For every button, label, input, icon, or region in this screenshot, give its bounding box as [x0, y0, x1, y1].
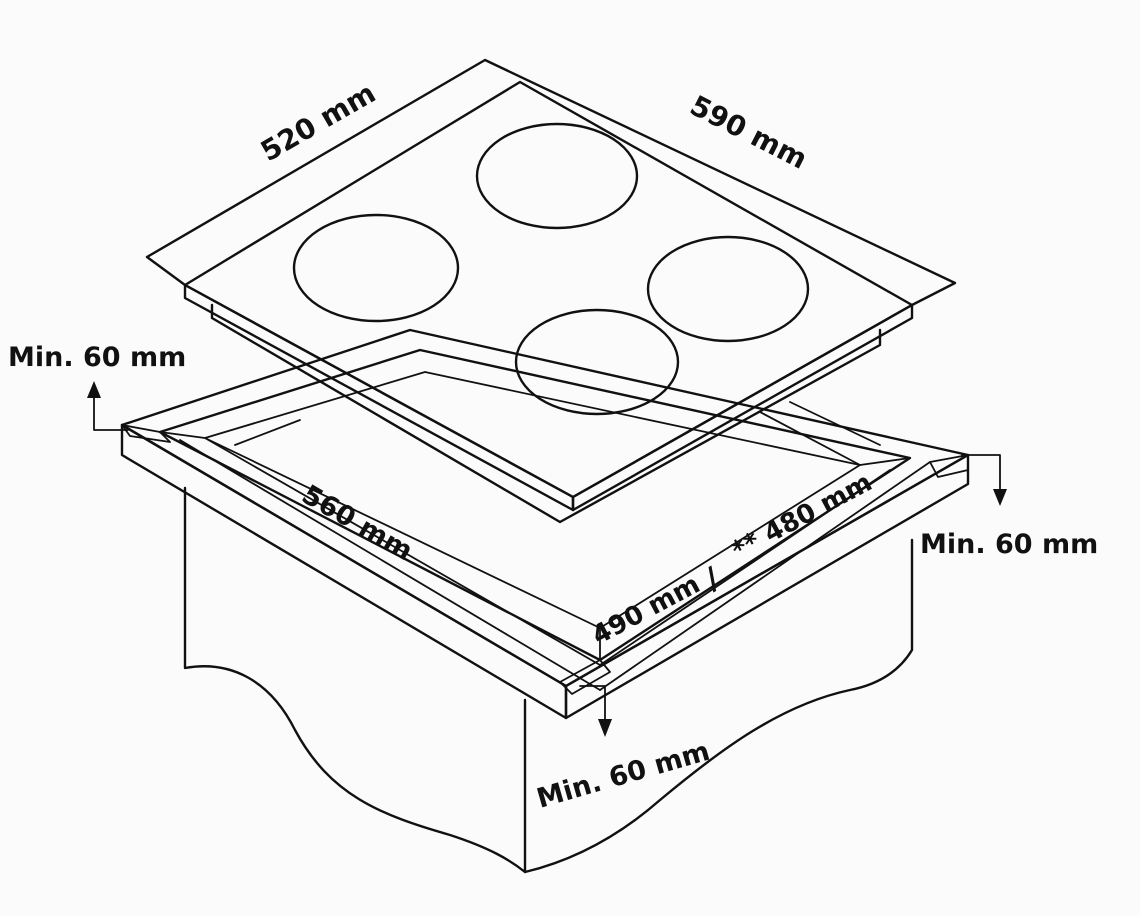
burner-front: [514, 308, 680, 416]
cutout-rail-back: [234, 401, 881, 466]
cabinet-left-panel: [183, 486, 527, 874]
corner-block-front: [559, 659, 611, 695]
label-clearance-right: Min. 60 mm: [920, 529, 1098, 560]
clearance-front-leader: [579, 685, 606, 721]
cutout-wall-right: [859, 457, 911, 466]
label-cutout-width: 560 mm: [297, 479, 418, 567]
arrow-down-icon: [993, 489, 1007, 506]
label-hob-width: 520 mm: [255, 76, 381, 168]
hob-body-left-edge: [211, 317, 561, 523]
cutout-rail-right: [599, 461, 931, 691]
clearance-right-leader: [961, 454, 1001, 491]
hob: [145, 58, 957, 524]
cabinet-right-panel: [523, 538, 914, 874]
cabinet: [120, 328, 970, 874]
label-clearance-front: Min. 60 mm: [533, 736, 713, 815]
burner-right: [646, 235, 810, 343]
hob-outline: [145, 58, 957, 307]
corner-block-left: [121, 424, 171, 443]
dimension-markers: [87, 381, 1007, 737]
corner-block-right: [929, 454, 969, 478]
arrow-down-icon: [598, 719, 612, 737]
arrow-up-icon: [87, 381, 101, 398]
label-clearance-left: Min. 60 mm: [8, 342, 186, 373]
cutout-rail-left: [179, 437, 601, 691]
cutout-wall-left: [159, 431, 206, 439]
burner-back: [475, 122, 639, 230]
worktop-front-right-edge: [564, 453, 970, 720]
clearance-left-leader: [93, 394, 129, 431]
burner-left: [292, 213, 460, 323]
